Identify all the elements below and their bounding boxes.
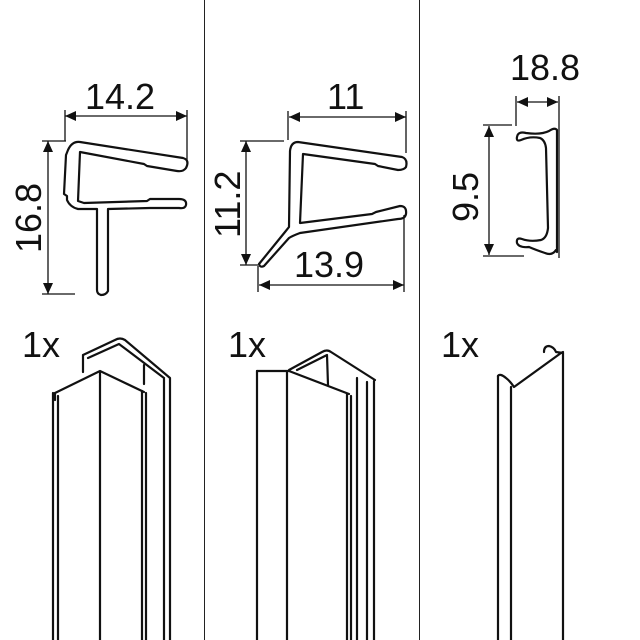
f-profile-outline xyxy=(62,140,189,297)
panel-divider-1 xyxy=(204,0,205,640)
panel-divider-2 xyxy=(419,0,420,640)
dimension-height-11-2: 11.2 xyxy=(207,140,284,266)
dim-label-top-width: 11 xyxy=(327,76,364,117)
dim-label-bottom-width: 13.9 xyxy=(294,244,364,285)
dim-label-height: 16.8 xyxy=(8,183,49,253)
dimension-height-9-5: 9.5 xyxy=(445,124,524,257)
quantity-label-3: 1x xyxy=(441,324,479,365)
quantity-label-2: 1x xyxy=(228,324,266,365)
dim-label-height: 9.5 xyxy=(445,172,486,222)
u-profile-outline xyxy=(257,140,408,268)
dimension-top-width-11: 11 xyxy=(287,76,407,153)
dim-label-depth: 18.8 xyxy=(510,47,580,88)
dimension-width-14-2: 14.2 xyxy=(64,76,188,163)
panel-2: 11 11.2 13.9 xyxy=(207,76,408,292)
dimension-height-16-8: 16.8 xyxy=(8,140,75,295)
panel-3: 18.8 9.5 xyxy=(445,47,580,258)
item-2-3d-view: 1x xyxy=(228,324,377,640)
c-profile-outline xyxy=(515,127,559,256)
dimension-bottom-width-13-9: 13.9 xyxy=(257,215,405,292)
dim-label-width: 14.2 xyxy=(85,76,155,117)
item-3-3d-view: 1x xyxy=(441,324,565,640)
panel-1: 14.2 16.8 xyxy=(8,76,189,297)
dimension-depth-18-8: 18.8 xyxy=(510,47,580,258)
quantity-label-1: 1x xyxy=(22,324,60,365)
dim-label-height: 11.2 xyxy=(207,171,248,238)
item-1-3d-view: 1x xyxy=(22,324,172,640)
